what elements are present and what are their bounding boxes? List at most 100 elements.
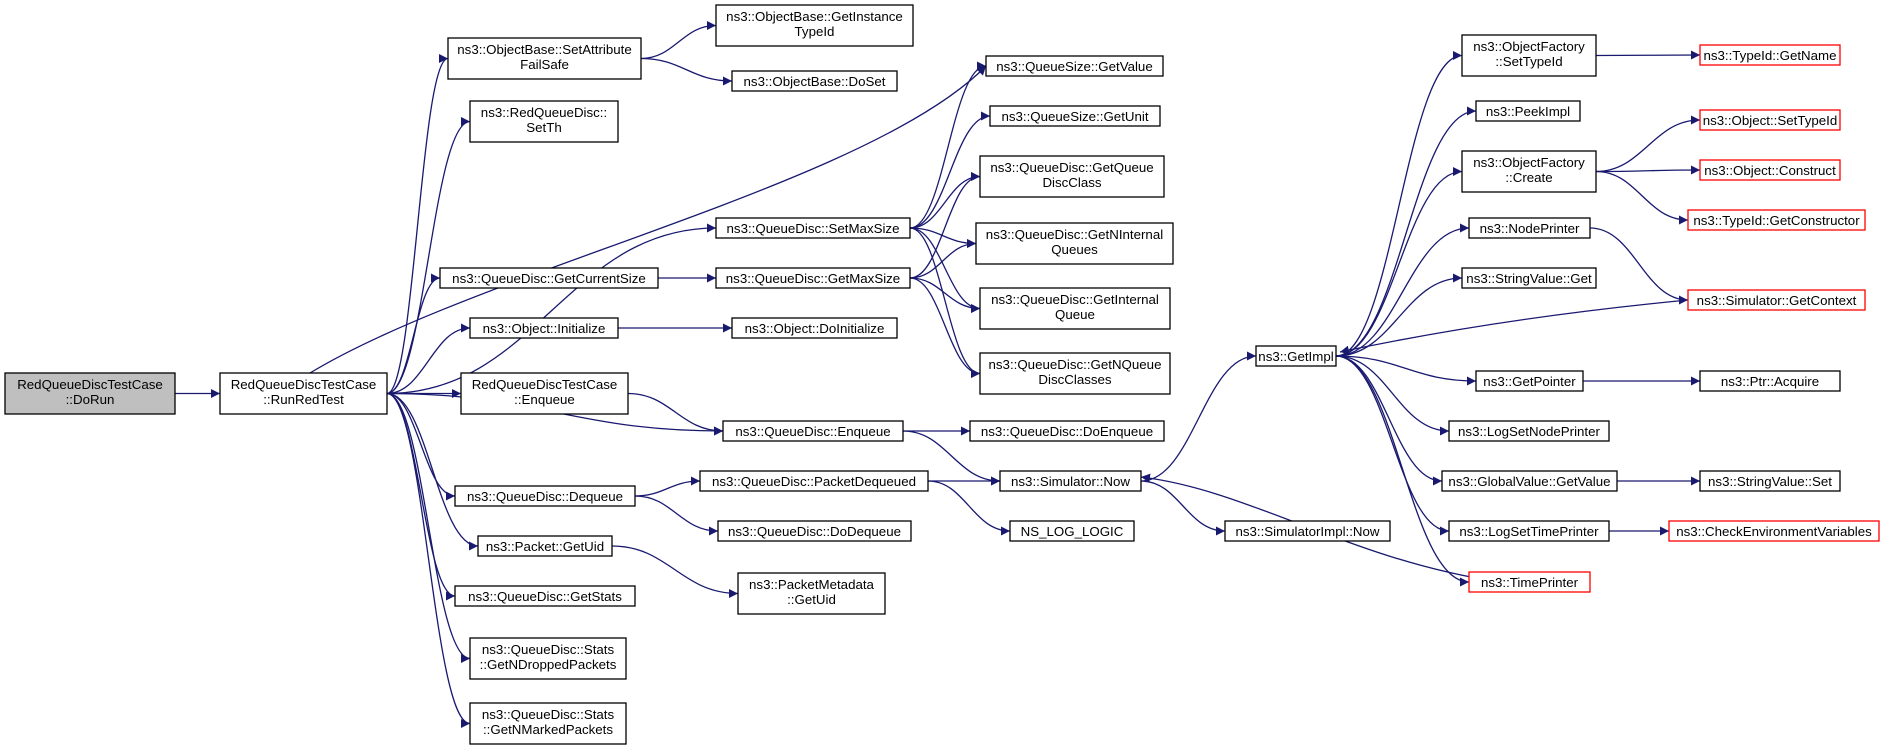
- node-n15[interactable]: ns3::QueueSize::GetValue: [985, 55, 1164, 77]
- node-box: [469, 317, 619, 339]
- node-n27[interactable]: ns3::Simulator::Now: [999, 470, 1142, 492]
- node-label: Queues: [1051, 242, 1098, 257]
- edge-n31-n33: [1335, 106, 1477, 357]
- node-label: ns3::RedQueueDisc::: [481, 105, 607, 120]
- node-n44[interactable]: ns3::Object::Construct: [1699, 159, 1841, 181]
- node-n9[interactable]: ns3::Packet::GetUid: [477, 535, 613, 557]
- node-n23[interactable]: ns3::QueueDisc::Enqueue: [722, 420, 904, 442]
- node-n33[interactable]: ns3::PeekImpl: [1475, 100, 1581, 122]
- node-label: ns3::LogSetNodePrinter: [1458, 424, 1600, 439]
- node-label: ns3::Packet::GetUid: [486, 539, 604, 554]
- node-box: [717, 520, 912, 542]
- node-n40[interactable]: ns3::LogSetTimePrinter: [1448, 520, 1610, 542]
- node-n30[interactable]: ns3::SimulatorImpl::Now: [1224, 520, 1391, 542]
- node-n4[interactable]: ns3::QueueDisc::SetMaxSize: [715, 217, 911, 239]
- node-n21[interactable]: ns3::QueueDisc::GetMaxSize: [715, 267, 911, 289]
- node-n41[interactable]: ns3::TimePrinter: [1468, 571, 1591, 593]
- node-label: DiscClasses: [1038, 372, 1111, 387]
- node-n7[interactable]: RedQueueDiscTestCase::Enqueue: [460, 372, 629, 415]
- node-box: [979, 352, 1171, 395]
- node-box: [1699, 109, 1841, 131]
- node-box: [1699, 370, 1841, 392]
- node-n8[interactable]: ns3::QueueDisc::Dequeue: [454, 485, 636, 507]
- node-box: [454, 485, 636, 507]
- node-box: [969, 420, 1165, 442]
- node-n34[interactable]: ns3::ObjectFactory::Create: [1461, 150, 1597, 193]
- node-label: ns3::StringValue::Get: [1466, 271, 1592, 286]
- node-label: ::Create: [1505, 170, 1552, 185]
- node-n16[interactable]: ns3::QueueSize::GetUnit: [989, 105, 1161, 127]
- node-n42[interactable]: ns3::TypeId::GetName: [1699, 44, 1841, 66]
- node-label: ns3::Simulator::GetContext: [1697, 293, 1857, 308]
- node-n14[interactable]: ns3::ObjectBase::DoSet: [731, 70, 898, 92]
- edges-layer: [175, 21, 1701, 728]
- node-n36[interactable]: ns3::StringValue::Get: [1461, 267, 1597, 289]
- edge-n1-n9: [386, 392, 479, 551]
- node-n10[interactable]: ns3::QueueDisc::GetStats: [454, 585, 636, 607]
- edge-n21-n19: [909, 277, 981, 313]
- node-box: [454, 585, 636, 607]
- node-box: [1461, 150, 1597, 193]
- node-n35[interactable]: ns3::NodePrinter: [1468, 217, 1591, 239]
- edge-n31-n34: [1335, 167, 1463, 357]
- node-box: [469, 637, 627, 680]
- node-n46[interactable]: ns3::Simulator::GetContext: [1687, 289, 1866, 311]
- node-n49[interactable]: ns3::CheckEnvironmentVariables: [1668, 520, 1880, 542]
- node-n32[interactable]: ns3::ObjectFactory::SetTypeId: [1461, 34, 1597, 77]
- node-label: ns3::QueueDisc::GetQueue: [990, 160, 1153, 175]
- node-n26[interactable]: ns3::QueueDisc::DoDequeue: [717, 520, 912, 542]
- node-label: ns3::QueueDisc::GetInternal: [991, 292, 1159, 307]
- node-n43[interactable]: ns3::Object::SetTypeId: [1699, 109, 1841, 131]
- node-label: RedQueueDiscTestCase: [472, 377, 618, 392]
- node-n39[interactable]: ns3::GlobalValue::GetValue: [1441, 470, 1618, 492]
- edge-n1-n6: [386, 323, 471, 395]
- node-label: ns3::StringValue::Set: [1708, 474, 1832, 489]
- node-n11[interactable]: ns3::QueueDisc::Stats::GetNDroppedPacket…: [469, 637, 627, 680]
- edge-n7-n23: [627, 392, 724, 436]
- node-n37[interactable]: ns3::GetPointer: [1475, 370, 1584, 392]
- node-box: [1699, 159, 1841, 181]
- edge-n9-n29: [611, 545, 739, 598]
- node-box: [1475, 370, 1584, 392]
- node-label: ns3::QueueDisc::Stats: [482, 642, 615, 657]
- node-label: FailSafe: [520, 57, 569, 72]
- node-n0[interactable]: RedQueueDiscTestCase::DoRun: [4, 372, 176, 415]
- node-n6[interactable]: ns3::Object::Initialize: [469, 317, 619, 339]
- node-n3[interactable]: ns3::RedQueueDisc::SetTh: [469, 100, 619, 143]
- node-box: [1699, 44, 1841, 66]
- node-label: ns3::ObjectFactory: [1473, 39, 1585, 54]
- edge-n31-n36: [1335, 273, 1463, 357]
- edge-n4-n17: [909, 172, 981, 229]
- node-n25[interactable]: ns3::QueueDisc::PacketDequeued: [699, 470, 929, 492]
- node-label: ns3::QueueDisc::DoEnqueue: [981, 424, 1153, 439]
- node-label: ns3::Object::Initialize: [483, 321, 606, 336]
- node-n24[interactable]: ns3::QueueDisc::DoEnqueue: [969, 420, 1165, 442]
- edge-n31-n37: [1335, 355, 1477, 386]
- node-n31[interactable]: ns3::GetImpl: [1255, 345, 1337, 367]
- node-n12[interactable]: ns3::QueueDisc::Stats::GetNMarkedPackets: [469, 702, 627, 745]
- node-n38[interactable]: ns3::LogSetNodePrinter: [1448, 420, 1610, 442]
- node-n48[interactable]: ns3::StringValue::Set: [1699, 470, 1841, 492]
- node-n29[interactable]: ns3::PacketMetadata::GetUid: [737, 572, 886, 615]
- node-label: ::GetNDroppedPackets: [480, 657, 617, 672]
- edge-n34-n44: [1595, 165, 1701, 175]
- edge-n46-n31: [1339, 299, 1689, 355]
- node-n28[interactable]: NS_LOG_LOGIC: [1009, 520, 1135, 542]
- node-box: [715, 4, 914, 47]
- edge-n32-n42: [1595, 50, 1701, 60]
- node-label: ::DoRun: [66, 392, 115, 407]
- node-n5[interactable]: ns3::QueueDisc::GetCurrentSize: [439, 267, 659, 289]
- node-n47[interactable]: ns3::Ptr::Acquire: [1699, 370, 1841, 392]
- node-n22[interactable]: ns3::Object::DoInitialize: [731, 317, 898, 339]
- edge-n35-n46: [1589, 227, 1689, 305]
- node-n45[interactable]: ns3::TypeId::GetConstructor: [1687, 209, 1866, 231]
- node-box: [1461, 34, 1597, 77]
- node-label: ::GetUid: [787, 592, 836, 607]
- node-n1[interactable]: RedQueueDiscTestCase::RunRedTest: [219, 372, 388, 415]
